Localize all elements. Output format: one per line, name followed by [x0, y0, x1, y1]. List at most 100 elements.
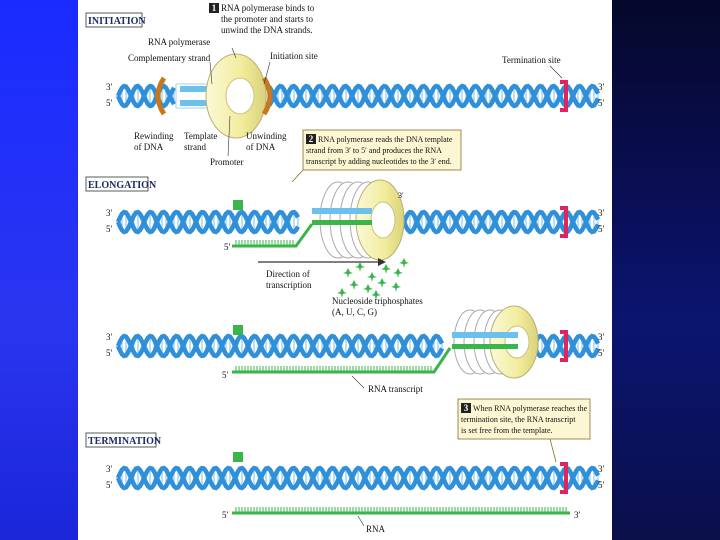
rna-ticks-late — [235, 366, 432, 372]
unwinding-label-line-2: of DNA — [246, 142, 276, 152]
direction-label-line-1: Direction of — [266, 269, 310, 279]
promoter-label: Promoter — [210, 157, 244, 167]
rna-3prime-elongation: 3′ — [398, 191, 404, 200]
strand-end-label: 3′ — [106, 464, 113, 474]
rna-polymerase-elongation-late — [453, 305, 539, 379]
slide-background-right — [612, 0, 720, 540]
promoter-marker-elongation — [233, 200, 243, 210]
termination-site-label: Termination site — [502, 55, 561, 65]
step-2-line-1: RNA polymerase reads the DNA template — [318, 135, 453, 144]
template-strand-label-line-1: Template — [184, 131, 217, 141]
step-2-line-2: strand from 3′ to 5′ and produces the RN… — [306, 146, 442, 155]
direction-arrow-head-icon — [378, 258, 386, 266]
helix-end-labels: 3′ 5′ 3′ 5′ 3′ 5′ 3′ 5′ 3′ 5′ 3′ 5′ 3′ 5′ 3′ 5′ — [106, 82, 605, 490]
step-1-badge — [209, 3, 219, 13]
strand-end-label: 5′ — [598, 480, 605, 490]
nucleotide-icon — [363, 284, 373, 294]
strand-end-label: 5′ — [106, 98, 113, 108]
polymerase-core — [225, 77, 255, 115]
step-3-line-1: When RNA polymerase reaches the — [473, 404, 588, 413]
strand-end-label: 5′ — [106, 224, 113, 234]
strand-end-label: 5′ — [598, 98, 605, 108]
step-3-badge — [461, 403, 471, 413]
rewinding-arrow-icon — [155, 76, 167, 116]
strand-end-label: 5′ — [598, 348, 605, 358]
dna-backbone — [115, 333, 601, 359]
termination-site-marker — [560, 462, 568, 494]
step-3-callout — [457, 398, 591, 440]
strand-end-label: 3′ — [106, 208, 113, 218]
rna-5prime-elongation: 5′ — [224, 242, 231, 252]
termination-site-marker — [560, 330, 568, 362]
rna-free-3prime: 3′ — [574, 510, 581, 520]
nucleotide-icon — [367, 272, 377, 282]
dna-backbone — [115, 465, 601, 491]
rewinding-label-line-1: Rewinding — [134, 131, 174, 141]
direction-label-line-2: transcription — [266, 280, 312, 290]
rna-transcript-label: RNA transcript — [368, 384, 423, 394]
nucleotide-icon — [337, 288, 347, 298]
template-strand-label-line-2: strand — [184, 142, 206, 152]
strand-end-label: 5′ — [106, 480, 113, 490]
nucleotide-icon — [355, 262, 365, 272]
step-1-line-3: unwind the DNA strands. — [221, 25, 313, 35]
step-2-badge — [306, 134, 316, 144]
nucleotide-icon — [349, 280, 359, 290]
nucleotide-icon — [343, 268, 353, 278]
unwound-template-late — [452, 332, 518, 338]
initiation-section-box — [85, 12, 143, 28]
strand-end-label: 3′ — [106, 332, 113, 342]
rna-label: RNA — [366, 524, 386, 534]
nucleotide-icon — [399, 258, 409, 268]
unwinding-arrow-icon — [261, 76, 273, 116]
step-2-line-3: transcript by adding nucleotides to the … — [306, 157, 452, 166]
strand-end-label: 3′ — [598, 208, 605, 218]
nucleotide-icon — [393, 268, 403, 278]
step-3-number: 3 — [464, 403, 469, 413]
termination-section-box — [85, 432, 157, 448]
rewinding-label-line-2: of DNA — [134, 142, 164, 152]
unwinding-label-line-1: Unwinding — [246, 131, 287, 141]
step-1-number: 1 — [212, 3, 217, 13]
strand-end-label: 3′ — [598, 332, 605, 342]
slide-background-left — [0, 0, 80, 540]
rna-ticks-free — [235, 507, 567, 513]
step-1-line-1: RNA polymerase binds to — [221, 3, 315, 13]
step-3-line-2: termination site, the RNA transcript — [461, 415, 576, 424]
strand-end-label: 3′ — [106, 82, 113, 92]
step-2-callout — [302, 129, 462, 171]
nucleotide-icon — [371, 290, 381, 300]
elongation-section-title: ELONGATION — [88, 180, 157, 191]
rna-hybrid-elongation — [312, 220, 372, 225]
initiation-section-title: INITIATION — [88, 16, 146, 27]
step-1-line-2: the promoter and starts to — [221, 14, 313, 24]
initiation-site-label: Initiation site — [270, 51, 318, 61]
rna-polymerase-label: RNA polymerase — [148, 37, 210, 47]
complementary-strand-label: Complementary strand — [128, 53, 211, 63]
termination-site-marker — [560, 206, 568, 238]
strand-end-label: 3′ — [598, 82, 605, 92]
nucleoside-triphosphates-icons — [337, 258, 409, 300]
step-3-line-3: is set free from the template. — [461, 426, 553, 435]
rna-hybrid-late — [452, 344, 518, 349]
promoter-marker-termination — [233, 452, 243, 462]
nucleotide-icon — [381, 264, 391, 274]
step-2-number: 2 — [309, 134, 314, 144]
rna-free-5prime: 5′ — [222, 510, 229, 520]
unwound-template-elongation — [312, 208, 372, 214]
rna-ticks-elongation — [235, 240, 294, 246]
termination-site-marker — [560, 80, 568, 112]
nucleoside-label-line-1: Nucleoside triphosphates — [332, 296, 423, 306]
nucleotide-icon — [391, 282, 401, 292]
elongation-section-box — [85, 176, 149, 192]
rna-strand-elongation — [232, 223, 314, 248]
promoter-marker-late — [233, 325, 243, 335]
strand-end-label: 5′ — [106, 348, 113, 358]
strand-end-label: 3′ — [598, 464, 605, 474]
termination-section-title: TERMINATION — [88, 436, 162, 447]
dna-backbone — [115, 83, 601, 109]
strand-end-label: 5′ — [598, 224, 605, 234]
rna-5prime-late: 5′ — [222, 370, 229, 380]
nucleotide-icon — [377, 278, 387, 288]
